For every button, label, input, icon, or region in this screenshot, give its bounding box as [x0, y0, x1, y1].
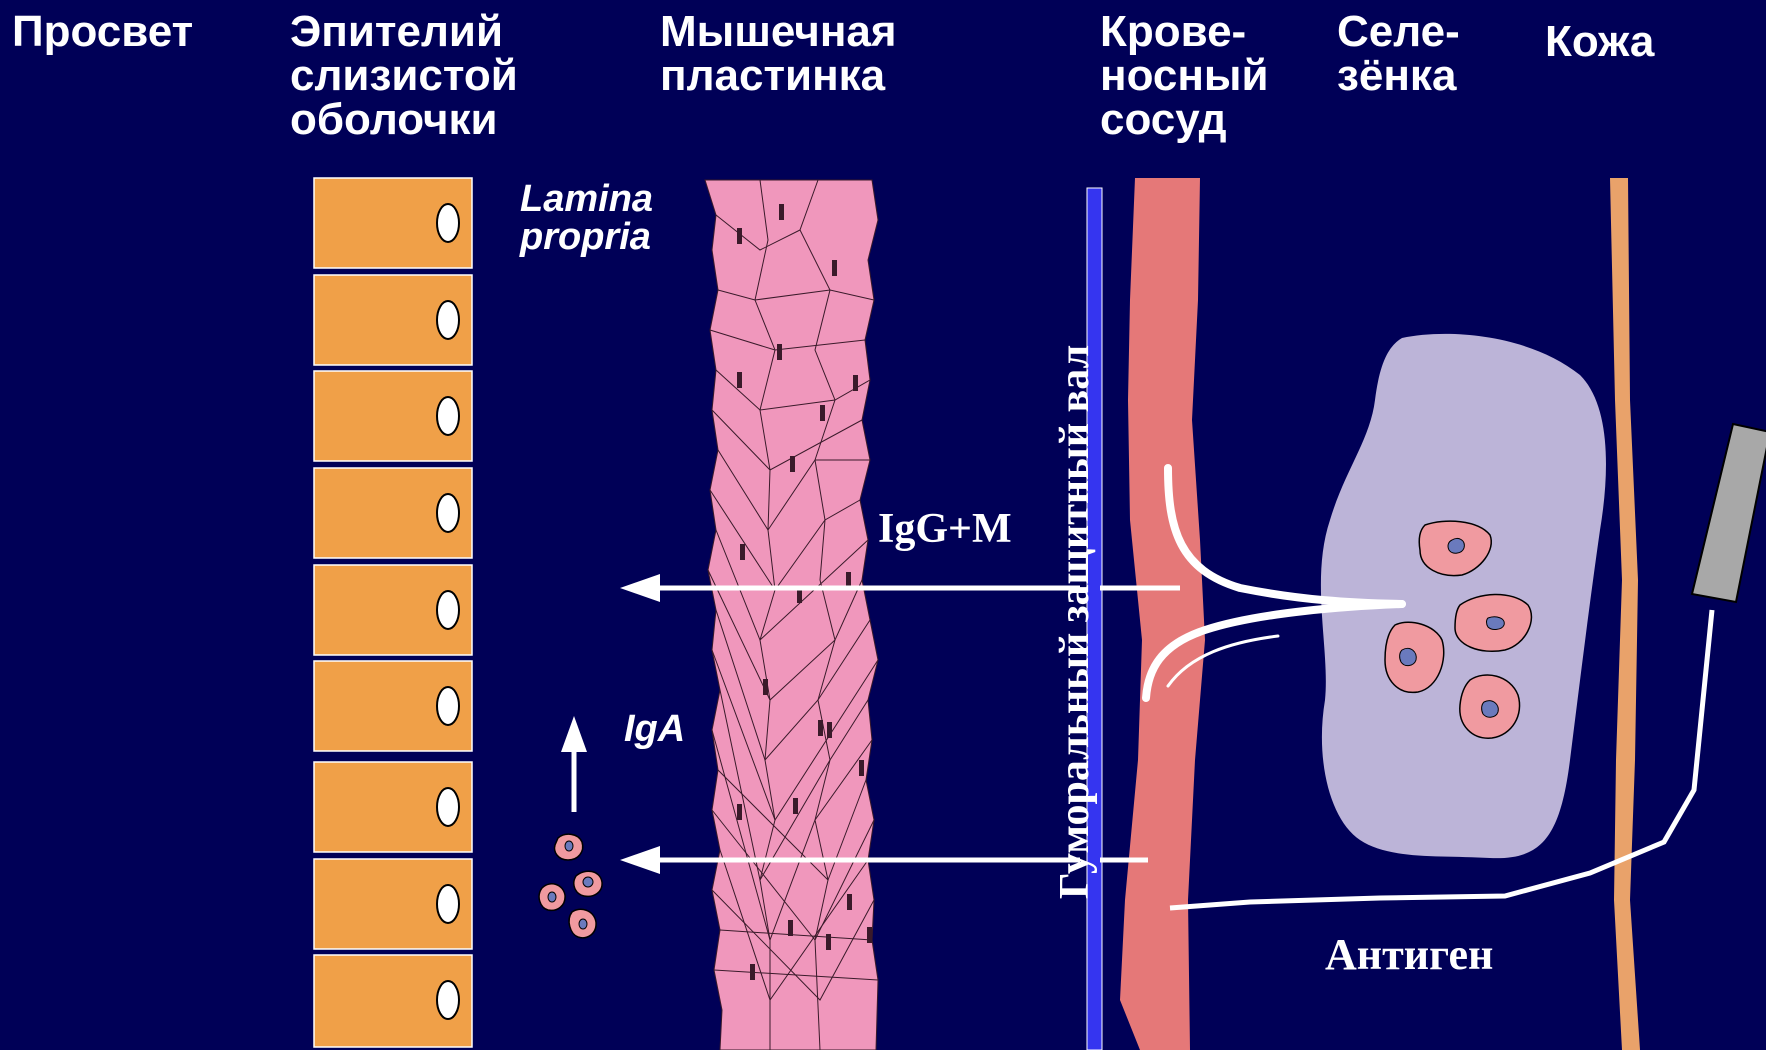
antigen-label: Антиген	[1325, 933, 1493, 977]
humoral-barrier-label: Гуморальный защитный вал	[1054, 302, 1096, 942]
epithelial-cell	[314, 955, 472, 1047]
small-plasma-cell	[555, 834, 583, 860]
blood-vessel	[1120, 178, 1205, 1050]
epithelium-layer	[314, 178, 472, 1047]
epithelial-cell	[314, 275, 472, 365]
small-plasma-cell	[574, 871, 602, 896]
plasma-cell	[1460, 675, 1520, 738]
skin-layer	[1610, 178, 1640, 1050]
igg-m-label: IgG+M	[878, 508, 1012, 550]
epithelial-cell	[314, 468, 472, 558]
header-spleen: Селе- зёнка	[1337, 10, 1460, 98]
header-skin: Кожа	[1545, 20, 1654, 64]
plasma-cell	[1385, 622, 1444, 692]
muscularis-layer	[705, 180, 878, 1050]
syringe-icon	[1692, 424, 1766, 602]
spleen	[1321, 334, 1606, 858]
epithelial-cell	[314, 178, 472, 268]
epithelial-cell	[314, 661, 472, 751]
epithelial-cell	[314, 762, 472, 852]
iga-label: IgA	[624, 710, 685, 748]
plasma-cell	[1455, 594, 1531, 651]
arrow-up-icon	[561, 716, 587, 812]
header-muscularis: Мышечная пластинка	[660, 10, 897, 98]
header-blood-vessel: Крове- носный сосуд	[1100, 10, 1269, 142]
header-epithelium: Эпителий слизистой оболочки	[290, 10, 518, 142]
lamina-propria-label: Lamina propria	[520, 180, 653, 256]
epithelial-cell	[314, 565, 472, 655]
epithelial-cell	[314, 371, 472, 461]
small-plasma-cell	[569, 909, 596, 938]
small-plasma-cell	[539, 884, 565, 911]
epithelial-cell	[314, 859, 472, 949]
header-lumen: Просвет	[12, 10, 193, 54]
